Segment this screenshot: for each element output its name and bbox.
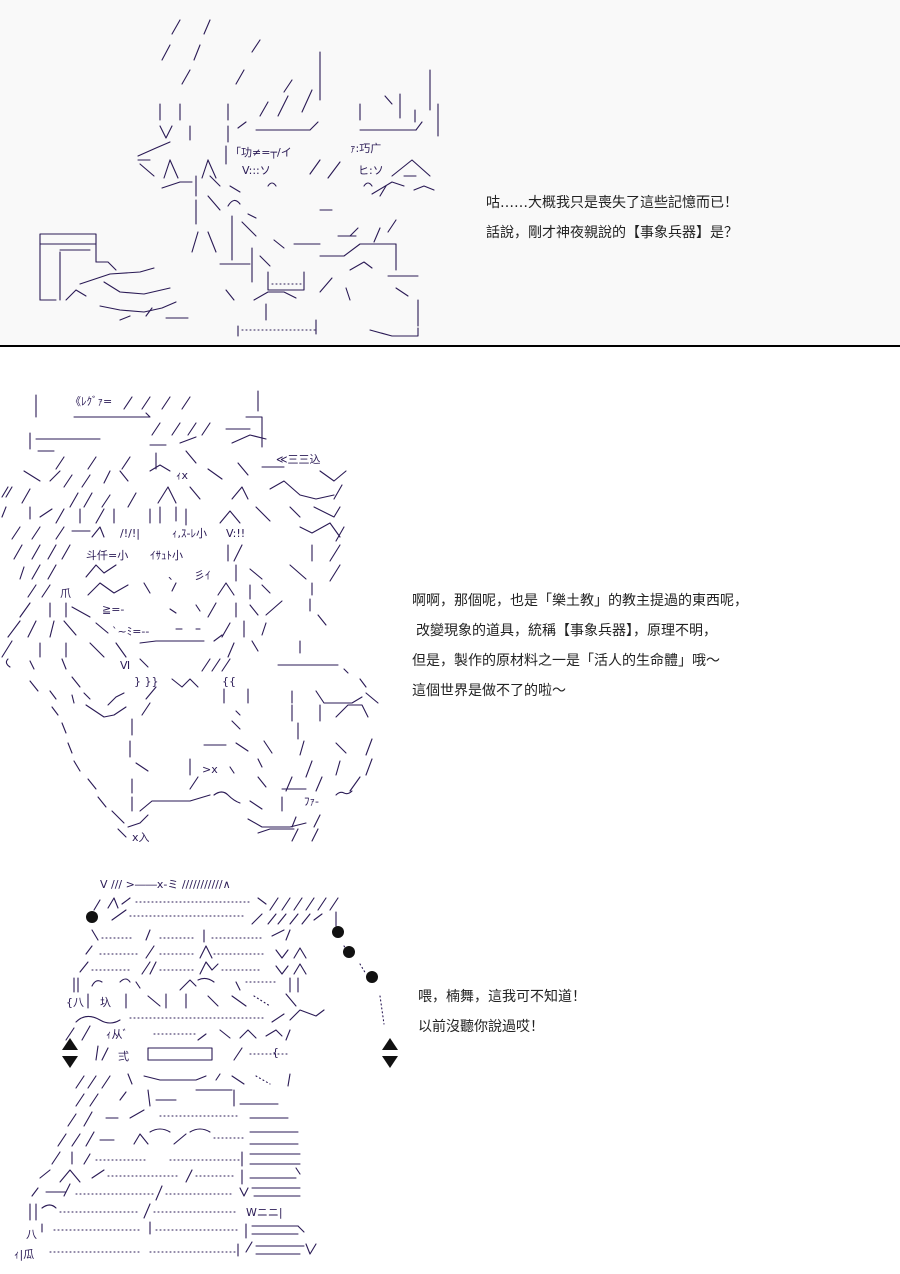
scene-2a-ascii-art: 《ﾚｸﾞｧ= ≪三三込 ｨx /!/!| ｨ,ｽ-ﾚ小 V:!! [1, 390, 379, 844]
scene-2a-art-text-3: ≪三三込 [276, 453, 321, 466]
scene-2a-art-text-4: ﾌｧ- [304, 795, 319, 808]
scene-2a-glyph-f: 爪 [60, 587, 71, 600]
scene-2a-glyph-a: /!/!| [120, 527, 140, 540]
scene-2b-art-text-1: ｨ从ﾞ [106, 1028, 128, 1041]
panel-3-line-1: 喂，楠舞，這我可不知道！ [418, 989, 586, 1005]
scene-2a-glyph-k: {{ [222, 675, 236, 688]
scene-2a-art-text-1: 斗仟=小 [86, 549, 128, 562]
panel-1: 「功≠=┬/イ ｧ:巧广 V:::ソ ヒ:ソ [0, 0, 900, 345]
panel-2-dialogue: 啊啊，那個呢，也是「樂土教」的教主提過的東西呢， 改變現象的道具，統稱【事象兵器… [412, 586, 748, 706]
scene-2a-glyph-d: 、 [168, 569, 179, 582]
scene-2a-glyph-h: `~ﾐ=-- [112, 625, 149, 638]
panel-1-ascii-art: 「功≠=┬/イ ｧ:巧广 V:::ソ ヒ:ソ [39, 19, 439, 337]
scene-2b-glyph-d: 八 [26, 1228, 37, 1241]
panel-3-line-2: 以前沒聽你說過哎！ [418, 1019, 544, 1035]
panel-1-art-text-3: ヒ:ソ [358, 164, 384, 177]
panel-1-art-text-0: 「功≠=┬/イ [230, 146, 292, 159]
panel-1-dialogue: 咕……大概我只是喪失了這些記憶而已！ 話說，剛才神夜親說的【事象兵器】是？ [486, 188, 738, 248]
panel-3-dialogue: 喂，楠舞，這我可不知道！ 以前沒聽你說過哎！ [418, 982, 586, 1042]
panel-2: 《ﾚｸﾞｧ= ≪三三込 ｨx /!/!| ｨ,ｽ-ﾚ小 V:!! [0, 347, 900, 1274]
panel-2-line-4: 這個世界是做不了的啦～ [412, 683, 566, 699]
scene-2b-glyph-b: 圦 [100, 996, 111, 1009]
scene-2a-glyph-m: x入 [132, 831, 150, 844]
scene-2a-glyph-x: ｨx [176, 469, 188, 482]
scene-2b-art-text-2: 弍 [118, 1050, 129, 1063]
scene-2b-ascii-art: V /// >――x-ミ ///////////∧ {八 圦 [14, 878, 398, 1261]
scene-2a-glyph-c: V:!! [226, 527, 245, 540]
scene-2a-glyph-g: ≧=- [102, 603, 124, 616]
scene-2a-glyph-l: >x [202, 763, 218, 776]
panel-1-line-2: 話說，剛才神夜親說的【事象兵器】是？ [486, 225, 738, 241]
panel-1-art-text-2: V:::ソ [242, 164, 271, 177]
panel-2-line-1: 啊啊，那個呢，也是「樂土教」的教主提過的東西呢， [412, 593, 748, 609]
scene-2a-glyph-b: ｨ,ｽ-ﾚ小 [172, 527, 207, 540]
scene-2a-glyph-i: Ⅵ [120, 659, 130, 672]
scene-2a-glyph-e: 彡ｲ [194, 569, 211, 582]
scene-2b-glyph-a: {八 [66, 996, 84, 1009]
scene-2a-art-text-0: 《ﾚｸﾞｧ= [70, 395, 112, 408]
panel-2-line-3: 但是，製作的原材料之一是「活人的生命體」哦～ [412, 653, 720, 669]
scene-2a-glyph-j: } }} [134, 675, 159, 688]
scene-2b-art-text-4: ｨ|瓜 [14, 1248, 34, 1261]
panel-divider [0, 345, 900, 347]
scene-2b-art-text-3: Wニニ| [246, 1206, 283, 1219]
scene-2a-art-text-2: ｲｻｭﾄ小 [150, 549, 183, 562]
panel-1-art-text-1: ｧ:巧广 [350, 142, 381, 155]
panel-1-line-1: 咕……大概我只是喪失了這些記憶而已！ [486, 195, 738, 211]
scene-2b-art-text-0: V /// >――x-ミ ///////////∧ [100, 878, 231, 891]
panel-2-line-2: 改變現象的道具，統稱【事象兵器】，原理不明， [416, 623, 717, 639]
scene-2b-glyph-c: { [272, 1046, 279, 1059]
